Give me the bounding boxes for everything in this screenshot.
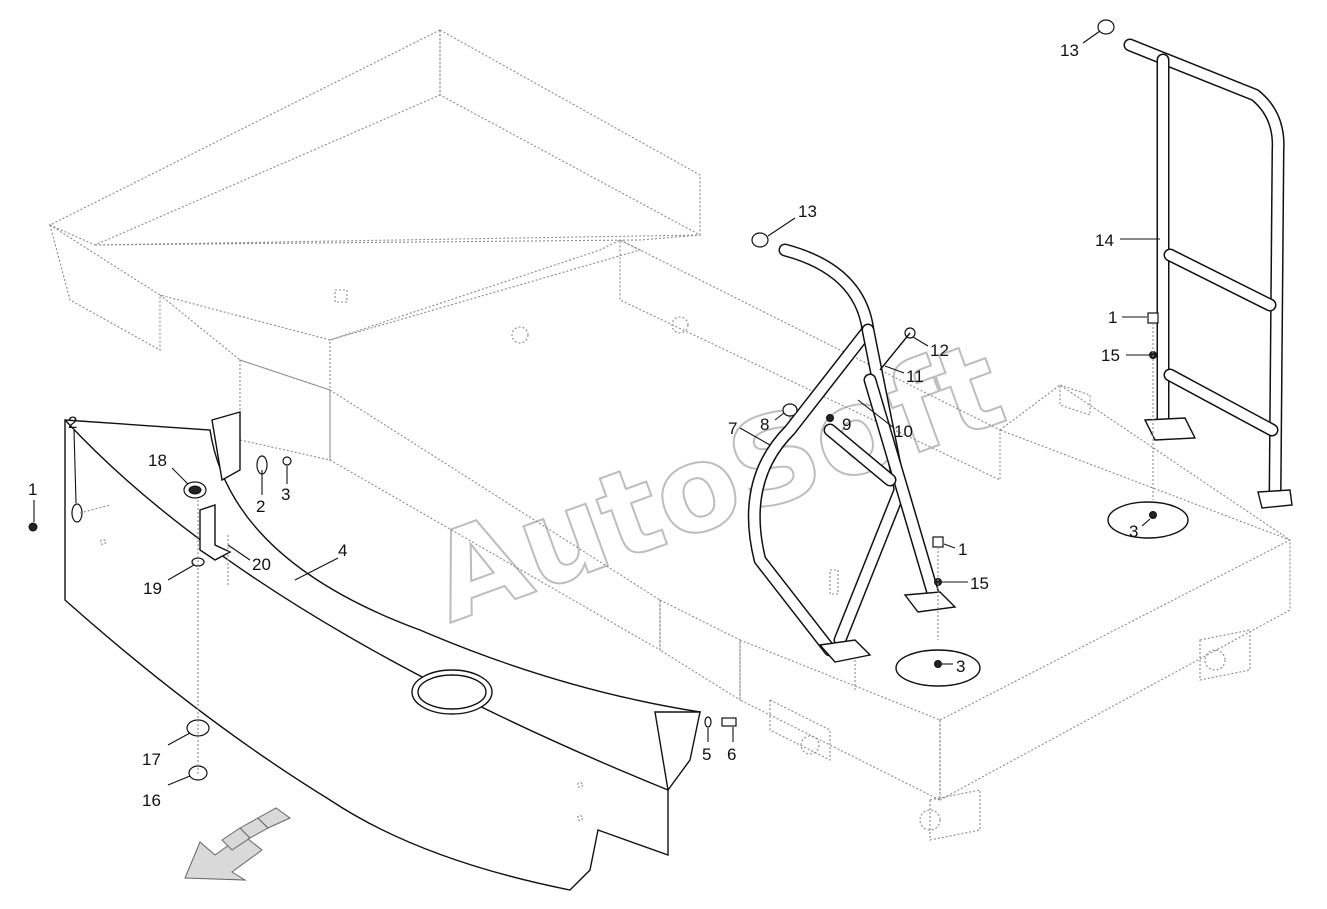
callout-3b: 3 <box>956 657 965 676</box>
callout-3a: 3 <box>281 485 290 504</box>
cap-13a-icon <box>751 232 769 248</box>
cap-8-icon <box>782 403 798 417</box>
deck-pad-rear <box>1107 501 1189 539</box>
assembly-axis-lines <box>79 323 1154 775</box>
washer-5-icon <box>704 716 712 728</box>
callout-1b: 1 <box>958 540 967 559</box>
callout-19: 19 <box>143 579 162 598</box>
nut-3a-icon <box>282 456 292 466</box>
forward-direction-arrow <box>184 807 291 881</box>
callout-17: 17 <box>142 750 161 769</box>
nut-3c-icon <box>1149 511 1157 519</box>
callout-12: 12 <box>930 341 949 360</box>
callout-1c: 1 <box>1108 308 1117 327</box>
callout-20: 20 <box>252 555 271 574</box>
callout-2b: 2 <box>256 497 265 516</box>
callout-16: 16 <box>142 791 161 810</box>
bumper-round-opening <box>411 669 493 715</box>
callout-15a: 15 <box>970 574 989 593</box>
ladder-base-plate-right <box>1257 489 1293 509</box>
callout-14: 14 <box>1095 231 1114 250</box>
callout-3c: 3 <box>1129 522 1138 541</box>
washer-15a-icon <box>934 578 942 586</box>
rear-ladder-handrail <box>1123 38 1293 509</box>
bolt-1b-icon <box>932 536 944 548</box>
callout-labels: 1 2 2 3 18 20 19 4 17 16 5 6 13 12 11 8 … <box>28 41 1138 810</box>
center-handrail <box>747 243 957 663</box>
bolt-6-icon <box>721 717 737 727</box>
callout-2a: 2 <box>68 413 77 432</box>
leader-lines <box>33 30 1160 786</box>
callout-11: 11 <box>906 367 924 386</box>
callout-6: 6 <box>727 745 736 764</box>
handrail-base-plate-left <box>818 639 872 663</box>
callout-13b: 13 <box>1060 41 1079 60</box>
callout-10: 10 <box>894 422 913 441</box>
cap-13b-icon <box>1097 19 1115 35</box>
callout-5: 5 <box>702 745 711 764</box>
callout-15b: 15 <box>1101 346 1120 365</box>
bolt-1a-icon <box>28 522 38 532</box>
callout-8: 8 <box>760 415 769 434</box>
front-bumper-panel <box>64 411 701 891</box>
callout-7: 7 <box>728 419 737 438</box>
bolt-1c-icon <box>1147 312 1159 324</box>
nut-9-icon <box>826 414 834 422</box>
bracket-20 <box>199 504 232 561</box>
handrail-base-plate-right <box>903 591 957 613</box>
nut-3b-icon <box>934 660 942 668</box>
ladder-base-plate-left <box>1143 417 1197 441</box>
callout-4: 4 <box>338 541 347 560</box>
callout-9: 9 <box>842 415 851 434</box>
callout-13a: 13 <box>798 202 817 221</box>
callout-1a: 1 <box>28 480 37 499</box>
callout-18: 18 <box>148 451 167 470</box>
